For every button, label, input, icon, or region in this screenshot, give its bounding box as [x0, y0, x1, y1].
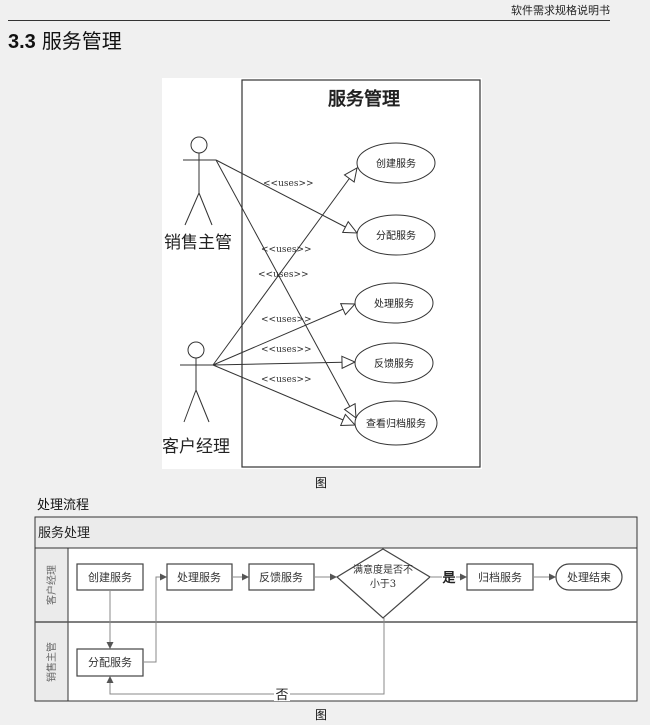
swimlane-flowchart: 服务处理 客户经理 销售主管 创建服务 处理服务 反馈服务 满意度是否不: [34, 516, 638, 703]
association-line: [215, 159, 357, 420]
flowchart-title-bar: [34, 516, 638, 549]
flowchart-title: 服务处理: [38, 525, 90, 541]
use-case-feedback: [354, 342, 434, 384]
section-number: 3.3: [8, 31, 36, 53]
step-end: [555, 563, 623, 591]
figure-caption: 图: [315, 708, 328, 722]
use-case-label: 分配服务: [376, 229, 416, 242]
section-title-text: 服务管理: [41, 29, 122, 53]
actor-sales-manager: [183, 136, 216, 226]
lane-label-sales-manager: 销售主管: [45, 642, 58, 682]
use-case-create: [356, 142, 436, 184]
association-line: [212, 167, 358, 366]
step-label: 反馈服务: [259, 571, 303, 584]
decision-label: 满意度是否不: [353, 563, 413, 576]
flow-arrow-no: [106, 618, 385, 695]
use-case-label: 查看归档服务: [366, 417, 426, 430]
step-process-service: [166, 563, 233, 591]
uses-label: <<uses>>: [261, 375, 312, 385]
association-line: [212, 355, 357, 370]
no-label: 否: [275, 688, 288, 703]
use-case-assign: [356, 214, 436, 256]
step-label: 处理结束: [567, 571, 611, 584]
document-header-title: 软件需求规格说明书: [511, 4, 610, 17]
process-heading: 处理流程: [37, 498, 90, 513]
use-case-label: 处理服务: [374, 297, 414, 310]
decision-satisfaction: [335, 548, 432, 619]
lane-label-column: [34, 547, 69, 702]
association-line: [215, 159, 359, 234]
step-assign-service: [76, 648, 144, 677]
figure-caption: 图: [315, 476, 328, 490]
step-label: 创建服务: [88, 570, 132, 584]
uses-label: <<uses>>: [261, 245, 312, 255]
decision-label: 小于3: [370, 578, 396, 590]
system-boundary: [241, 79, 481, 468]
yes-label: 是: [441, 571, 456, 586]
system-title: 服务管理: [328, 88, 400, 110]
uses-label: <<uses>>: [261, 345, 312, 355]
use-case-view-archive: [354, 400, 438, 446]
step-label: 归档服务: [478, 570, 522, 584]
uses-label: <<uses>>: [263, 179, 314, 189]
step-label: 分配服务: [88, 656, 132, 669]
use-case-process: [354, 282, 434, 324]
actor-account-manager: [180, 341, 213, 423]
uses-label: <<uses>>: [258, 270, 309, 280]
step-create-service: [76, 563, 144, 591]
header-divider: [8, 20, 610, 21]
association-line: [212, 303, 357, 366]
association-line: [212, 364, 357, 426]
lane-label-account-manager: 客户经理: [45, 565, 58, 605]
uses-label: <<uses>>: [261, 315, 312, 325]
use-case-label: 反馈服务: [374, 357, 414, 370]
actor-label: 销售主管: [164, 233, 232, 253]
flow-arrow: [144, 573, 167, 663]
step-label: 处理服务: [177, 571, 221, 584]
step-feedback-service: [248, 563, 315, 591]
actor-label: 客户经理: [162, 437, 230, 457]
diagram-background: [162, 78, 482, 469]
step-archive-service: [466, 563, 534, 591]
use-case-label: 创建服务: [376, 157, 416, 170]
